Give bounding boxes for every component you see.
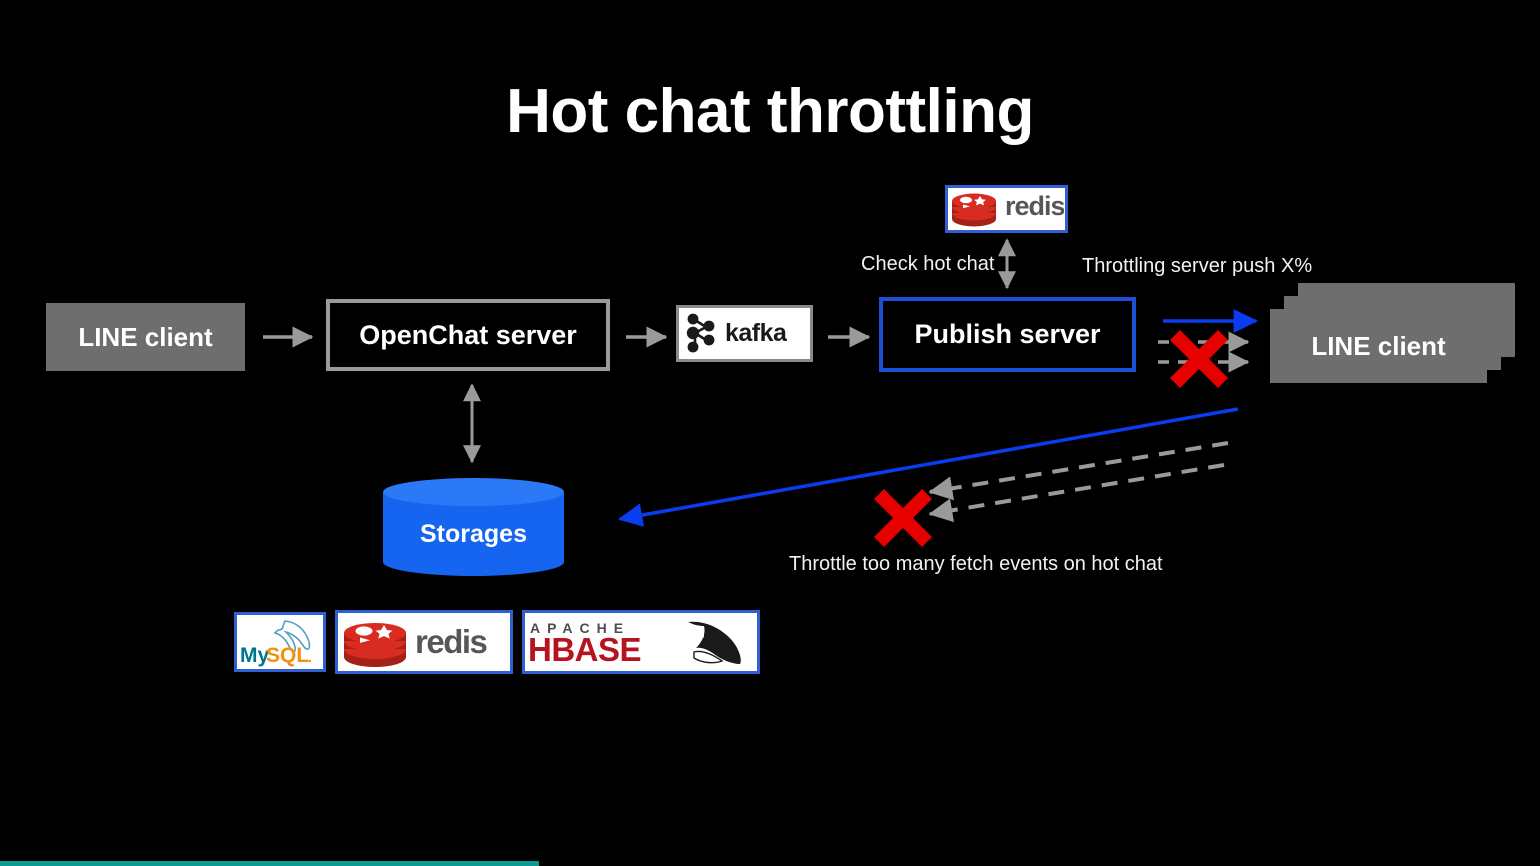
svg-text:redis: redis xyxy=(1005,191,1064,221)
svg-text:redis: redis xyxy=(415,623,487,660)
redis-icon: redis xyxy=(344,623,488,667)
node-line-client-left[interactable]: LINE client xyxy=(46,303,245,371)
label-throttle-fetch-events: Throttle too many fetch events on hot ch… xyxy=(789,553,1163,575)
block-x-icon-push xyxy=(1170,330,1228,388)
storages-label: Storages xyxy=(420,519,527,548)
node-label: Publish server xyxy=(914,319,1101,349)
slide-progress-track[interactable] xyxy=(0,861,1540,866)
arrow-fetch-blocked-1 xyxy=(928,441,1229,501)
logo-kafka: kafka xyxy=(676,305,813,362)
dolphin-shape xyxy=(273,619,311,653)
label-check-hot-chat: Check hot chat xyxy=(861,253,995,275)
svg-text:kafka: kafka xyxy=(725,319,788,347)
hbase-icon: APACHE HBASE xyxy=(528,620,741,668)
node-openchat-server[interactable]: OpenChat server xyxy=(326,299,610,371)
node-publish-server[interactable]: Publish server xyxy=(879,297,1136,372)
mysql-icon: My SQL . xyxy=(240,619,312,667)
node-label: LINE client xyxy=(78,321,213,352)
label-throttling-server-push: Throttling server push X% xyxy=(1082,255,1313,277)
node-storages-cylinder[interactable]: Storages xyxy=(383,478,564,576)
arrow-fetch-allowed-to-storages xyxy=(617,407,1239,527)
orca-shape xyxy=(688,621,741,664)
kafka-icon: kafka xyxy=(686,313,788,353)
svg-text:My: My xyxy=(240,644,269,667)
stack-layer-front[interactable]: LINE client xyxy=(1270,309,1487,383)
logo-redis-bottom: redis xyxy=(335,610,513,674)
node-label: OpenChat server xyxy=(359,319,577,350)
svg-text:SQL: SQL xyxy=(266,644,309,667)
logo-mysql: My SQL . xyxy=(234,612,326,672)
logo-hbase: APACHE HBASE xyxy=(522,610,760,674)
svg-text:.: . xyxy=(308,649,312,665)
cylinder-top xyxy=(383,478,564,506)
page-title: Hot chat throttling xyxy=(506,77,1034,146)
redis-icon: redis xyxy=(952,191,1064,227)
slide-progress-fill xyxy=(0,861,539,866)
svg-text:HBASE: HBASE xyxy=(528,631,641,668)
arrow-fetch-blocked-2 xyxy=(928,463,1225,523)
block-x-icon-fetch xyxy=(874,489,932,547)
node-label: LINE client xyxy=(1311,330,1446,361)
node-line-client-right-stack[interactable]: LINE client xyxy=(1270,283,1515,391)
svg-text:APACHE: APACHE xyxy=(530,620,630,636)
logo-redis-top: redis xyxy=(945,185,1068,233)
